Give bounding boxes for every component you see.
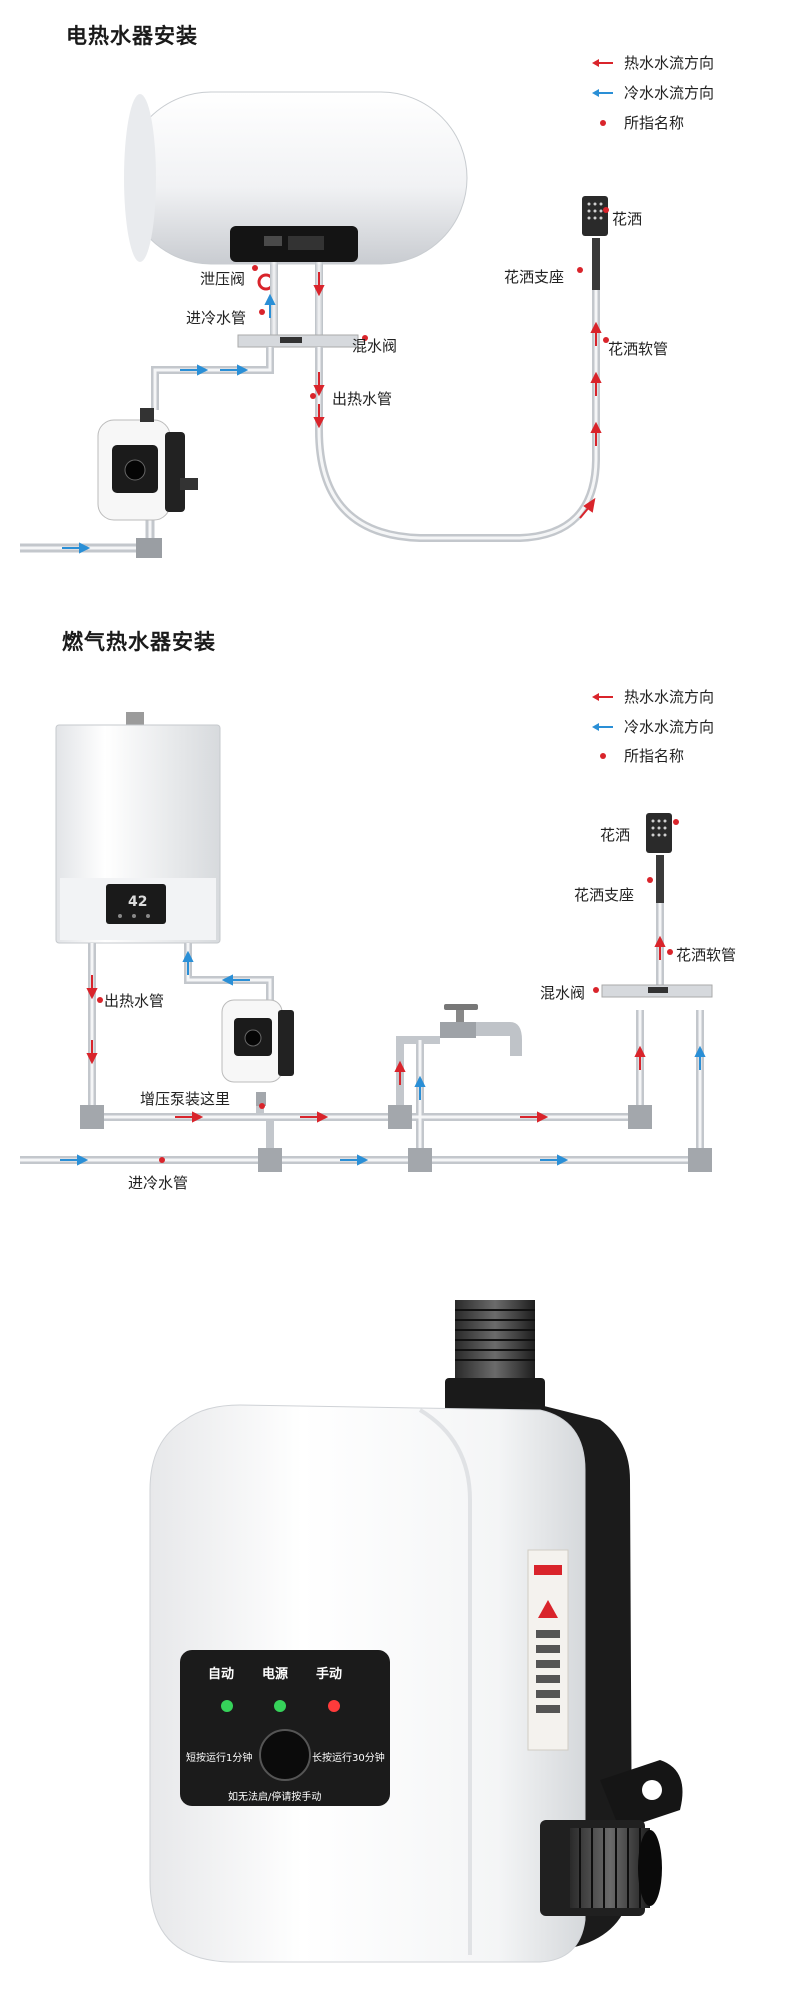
label-pump-here: 增压泵装这里	[140, 1090, 231, 1108]
label-hot-outlet-2: 出热水管	[104, 992, 165, 1010]
shower-head-2	[646, 813, 672, 853]
legend2-cold-flow: 冷水水流方向	[592, 716, 714, 737]
indicator-manual-label: 手动	[316, 1667, 343, 1682]
label-relief-valve: 泄压阀	[200, 270, 246, 288]
gas-display-value: 42	[128, 894, 147, 910]
legend-hot-label: 热水水流方向	[624, 54, 715, 72]
led-auto	[221, 1700, 233, 1712]
booster-pump-small	[97, 408, 198, 521]
label-hot-outlet-1: 出热水管	[332, 390, 393, 408]
gas-heater-diagram: 42	[20, 712, 713, 1172]
red-dot-icon	[600, 119, 606, 126]
label-cold-inlet-1: 进冷水管	[186, 309, 247, 327]
booster-pump-photo	[149, 1300, 683, 1963]
label-mixing-valve-1: 混水阀	[352, 337, 398, 355]
faucet	[440, 1004, 522, 1056]
electric-heater-diagram	[20, 91, 609, 558]
label-shower-hose-1: 花洒软管	[608, 340, 669, 358]
label-shower-2: 花洒	[600, 826, 631, 844]
hot-arrow-icon	[592, 58, 613, 67]
legend2-name-dot: 所指名称	[592, 745, 684, 766]
section1-title: 电热水器安装	[66, 24, 198, 48]
legend-cold-label: 冷水水流方向	[624, 84, 715, 102]
section2-title: 燃气热水器安装	[62, 630, 216, 654]
short-press-text: 短按运行1分钟	[186, 1753, 253, 1764]
shower-head	[582, 196, 608, 236]
pump-control-panel	[180, 1650, 390, 1806]
legend2-hot-label: 热水水流方向	[624, 688, 715, 706]
manual-hint-text: 如无法启/停请按手动	[228, 1792, 322, 1803]
label-shower-holder-1: 花洒支座	[504, 268, 565, 286]
legend-hot-flow: 热水水流方向	[592, 52, 714, 73]
cold-arrow-icon	[592, 88, 613, 97]
indicator-power-label: 电源	[262, 1667, 289, 1682]
red-dot-icon	[600, 752, 606, 759]
long-press-text: 长按运行30分钟	[312, 1753, 385, 1764]
gas-water-heater: 42	[55, 712, 221, 944]
led-power	[274, 1700, 286, 1712]
cold-arrow-icon	[592, 722, 613, 731]
legend-name-dot: 所指名称	[592, 112, 684, 133]
legend2-name-label: 所指名称	[624, 747, 685, 765]
label-shower-1: 花洒	[612, 210, 643, 228]
led-manual	[328, 1700, 340, 1712]
electric-water-heater-tank	[124, 91, 468, 265]
indicator-auto-label: 自动	[208, 1667, 235, 1682]
label-shower-hose-2: 花洒软管	[676, 946, 737, 964]
pump-manual-button	[259, 1729, 311, 1781]
booster-pump-small-2	[221, 999, 294, 1083]
legend-name-label: 所指名称	[624, 114, 685, 132]
legend2-cold-label: 冷水水流方向	[624, 718, 715, 736]
hot-arrow-icon	[592, 692, 613, 701]
legend2-hot-flow: 热水水流方向	[592, 686, 714, 707]
label-shower-holder-2: 花洒支座	[574, 886, 635, 904]
shower-holder-bar	[592, 238, 600, 290]
label-mixing-valve-2: 混水阀	[540, 984, 586, 1002]
label-cold-inlet-2: 进冷水管	[128, 1174, 189, 1192]
legend-cold-flow: 冷水水流方向	[592, 82, 714, 103]
